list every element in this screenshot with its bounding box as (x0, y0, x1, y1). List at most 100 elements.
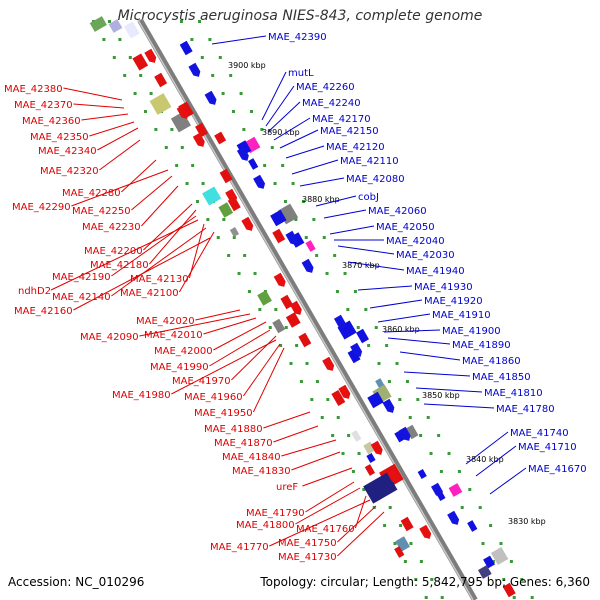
reverse-gene-label[interactable]: MAE_41670 (528, 464, 587, 475)
forward-gene-label[interactable]: MAE_41730 (278, 552, 337, 563)
reverse-gene-label[interactable]: MAE_41860 (462, 356, 521, 367)
reverse-gene-label[interactable]: MAE_41780 (496, 404, 555, 415)
reverse-gene-label[interactable]: MAE_42060 (368, 206, 427, 217)
reverse-gene-label[interactable]: MAE_42040 (386, 236, 445, 247)
reverse-label-leader (315, 195, 357, 207)
forward-gene-label[interactable]: MAE_41990 (150, 362, 209, 373)
forward-gene-label[interactable]: MAE_42010 (144, 330, 203, 341)
reverse-label-leader (347, 261, 405, 271)
forward-label-leader (302, 467, 353, 487)
forward-gene-label[interactable]: MAE_41760 (296, 524, 355, 535)
forward-label-leader (295, 487, 361, 525)
forward-gene-label[interactable]: MAE_41770 (210, 542, 269, 553)
reverse-gene-label[interactable]: MAE_42260 (296, 82, 355, 93)
gene-block (400, 516, 414, 532)
reverse-gene-label[interactable]: MAE_41910 (432, 310, 491, 321)
tick-dot (367, 344, 371, 347)
forward-gene-label[interactable]: MAE_42380 (4, 84, 63, 95)
reverse-gene-label[interactable]: MAE_41940 (406, 266, 465, 277)
tick-dot (336, 416, 340, 419)
tick-dot (112, 56, 116, 59)
forward-label-leader (71, 169, 169, 207)
reverse-gene-label[interactable]: MAE_42240 (302, 98, 361, 109)
forward-gene-label[interactable]: MAE_41790 (246, 508, 305, 519)
forward-gene-label[interactable]: MAE_42320 (40, 166, 99, 177)
reverse-gene-label[interactable]: mutL (288, 68, 314, 79)
reverse-gene-label[interactable]: MAE_41930 (414, 282, 473, 293)
forward-gene-label[interactable]: MAE_42180 (90, 260, 149, 271)
forward-gene-label[interactable]: MAE_41980 (112, 390, 171, 401)
gene-block (285, 312, 301, 328)
reverse-gene-label[interactable]: MAE_42050 (376, 222, 435, 233)
tick-dot (409, 542, 413, 545)
tick-dot (231, 110, 235, 113)
forward-gene-label[interactable]: MAE_42350 (30, 132, 89, 143)
forward-gene-label[interactable]: MAE_42020 (136, 316, 195, 327)
forward-gene-label[interactable]: MAE_42360 (22, 116, 81, 127)
forward-label-leader (291, 451, 341, 471)
gene-arrow (419, 524, 432, 539)
forward-gene-label[interactable]: MAE_42190 (52, 272, 111, 283)
forward-gene-label[interactable]: MAE_41950 (194, 408, 253, 419)
reverse-label-leader (291, 159, 339, 175)
forward-gene-label[interactable]: MAE_41960 (184, 392, 243, 403)
tick-dot (478, 506, 482, 509)
gene-labels[interactable]: MAE_42380MAE_42370MAE_42360MAE_42350MAE_… (4, 32, 587, 563)
forward-gene-label[interactable]: MAE_42000 (154, 346, 213, 357)
reverse-gene-label[interactable]: MAE_41740 (510, 428, 569, 439)
forward-label-leader (73, 103, 125, 109)
forward-gene-label[interactable]: MAE_41880 (204, 424, 263, 435)
forward-gene-label[interactable]: MAE_42140 (52, 292, 111, 303)
gene-arrow (322, 356, 335, 371)
forward-label-leader (281, 439, 337, 457)
forward-gene-label[interactable]: MAE_42280 (62, 188, 121, 199)
tick-dot (426, 416, 430, 419)
forward-label-leader (73, 237, 211, 311)
forward-gene-label[interactable]: MAE_42100 (120, 288, 179, 299)
gene-block (108, 19, 123, 33)
forward-gene-label[interactable]: ureF (276, 482, 298, 493)
reverse-gene-label[interactable]: MAE_42110 (340, 156, 399, 167)
reverse-gene-label[interactable]: MAE_42030 (396, 250, 455, 261)
reverse-gene-label[interactable]: cobJ (358, 192, 379, 203)
forward-gene-label[interactable]: MAE_42290 (12, 202, 71, 213)
reverse-gene-label[interactable]: MAE_42170 (312, 114, 371, 125)
forward-gene-label[interactable]: ndhD2 (18, 286, 51, 297)
forward-gene-label[interactable]: MAE_41870 (214, 438, 273, 449)
tick-dot (201, 182, 205, 185)
reverse-gene-label[interactable]: MAE_41710 (518, 442, 577, 453)
forward-gene-label[interactable]: MAE_41970 (172, 376, 231, 387)
reverse-gene-label[interactable]: MAE_42150 (320, 126, 379, 137)
reverse-label-leader (357, 285, 413, 291)
forward-gene-label[interactable]: MAE_42250 (72, 206, 131, 217)
forward-gene-label[interactable]: MAE_41840 (222, 452, 281, 463)
forward-label-leader (231, 335, 277, 381)
forward-gene-label[interactable]: MAE_41800 (236, 520, 295, 531)
gene-block (214, 131, 227, 145)
forward-gene-label[interactable]: MAE_42200 (84, 246, 143, 257)
forward-label-leader (213, 321, 267, 351)
tick-dot (530, 596, 534, 599)
reverse-gene-label[interactable]: MAE_41920 (424, 296, 483, 307)
reverse-gene-label[interactable]: MAE_42080 (346, 174, 405, 185)
reverse-gene-label[interactable]: MAE_41810 (484, 388, 543, 399)
gene-block (298, 332, 312, 348)
forward-gene-label[interactable]: MAE_42370 (14, 100, 73, 111)
forward-gene-label[interactable]: MAE_42340 (38, 146, 97, 157)
forward-gene-label[interactable]: MAE_42230 (82, 222, 141, 233)
forward-gene-label[interactable]: MAE_41830 (232, 466, 291, 477)
reverse-gene-label[interactable]: MAE_41890 (452, 340, 511, 351)
reverse-gene-label[interactable]: MAE_42120 (326, 142, 385, 153)
scale-label: 3900 kbp (228, 61, 266, 70)
forward-gene-label[interactable]: MAE_42160 (14, 306, 73, 317)
reverse-label-leader (273, 117, 311, 141)
gene-block (257, 290, 272, 306)
gene-arrow (289, 300, 302, 315)
forward-gene-label[interactable]: MAE_42090 (80, 332, 139, 343)
reverse-gene-label[interactable]: MAE_41900 (442, 326, 501, 337)
reverse-gene-label[interactable]: MAE_42390 (268, 32, 327, 43)
reverse-gene-label[interactable]: MAE_41850 (472, 372, 531, 383)
tick-dot (341, 452, 345, 455)
forward-gene-label[interactable]: MAE_41750 (278, 538, 337, 549)
forward-gene-label[interactable]: MAE_42130 (130, 274, 189, 285)
